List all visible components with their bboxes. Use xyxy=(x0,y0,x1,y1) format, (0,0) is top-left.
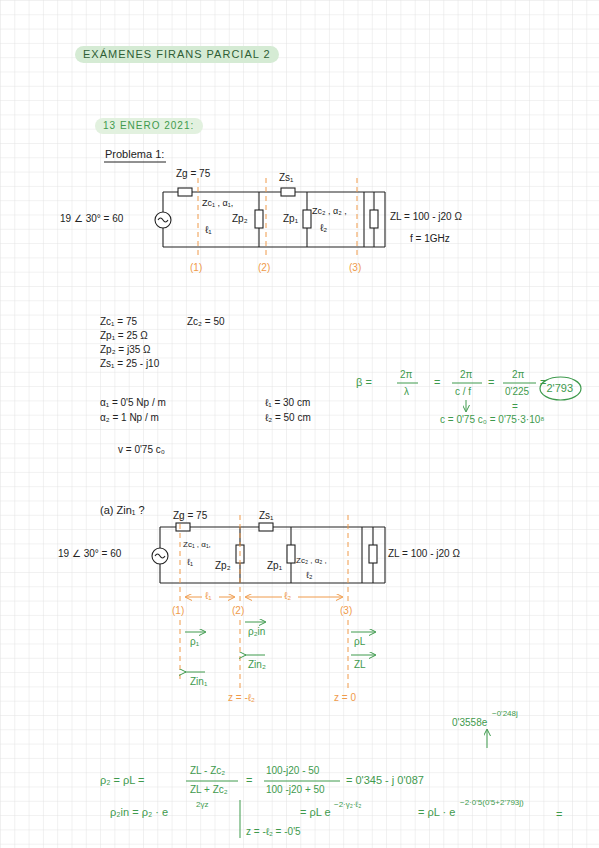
note-text: 2γz xyxy=(196,800,208,809)
note-text: Zp₁ xyxy=(283,213,298,225)
note-text: α₂ = 1 Np / m xyxy=(100,412,159,424)
note-text: Zc₂ , α₂ , xyxy=(296,556,327,565)
note-text: = xyxy=(246,774,252,787)
note-text: ρ₂in = ρ₂ · e xyxy=(110,806,168,819)
note-text: ℓ₂ xyxy=(284,590,291,602)
highlight-band: 13 ENERO 2021: xyxy=(95,118,203,134)
highlight-band: EXÁMENES FIRANS PARCIAL 2 xyxy=(75,46,279,63)
note-text: = xyxy=(540,376,546,389)
note-text: 2π xyxy=(512,369,524,381)
note-text: ℓ₁ xyxy=(205,590,212,602)
note-text: 2π xyxy=(400,369,412,381)
note-text: z = -ℓ₂ xyxy=(228,692,255,704)
note-text: (2) xyxy=(232,605,244,617)
note-text: f = 1GHz xyxy=(410,233,450,245)
note-text: Zp₂ = j35 Ω xyxy=(100,344,151,356)
note-text: Zp₂ xyxy=(232,213,248,225)
note-text: Zs₁ xyxy=(279,172,293,184)
note-text: = xyxy=(556,808,562,821)
note-text: ℓ₂ = 50 cm xyxy=(265,412,311,424)
note-text: ℓ₁ xyxy=(187,557,193,567)
note-text: Zp₁ xyxy=(267,560,282,572)
note-text: c / f xyxy=(455,386,471,398)
note-text: ρL xyxy=(354,636,365,648)
note-text: = ρL · e xyxy=(418,806,455,819)
note-text: 19 ∠ 30° = 60 xyxy=(58,548,121,560)
note-text: = xyxy=(488,376,494,389)
note-text: ℓ₂ xyxy=(306,570,312,580)
note-text: −2·0'5(0'5+2'793j) xyxy=(460,798,524,807)
note-text: Zc₁ , α₁, xyxy=(202,198,233,208)
note-text: ZL = 100 - j20 Ω xyxy=(390,211,462,223)
note-text: = xyxy=(434,376,440,389)
note-text: z = -ℓ₂ = -0'5 xyxy=(246,826,301,838)
note-text: −2·γ₂·ℓ₂ xyxy=(334,800,361,809)
note-text: c = 0'75 c₀ = 0'75·3·10⁸ xyxy=(440,414,544,426)
note-text: 19 ∠ 30° = 60 xyxy=(60,213,123,225)
note-text: 2π xyxy=(460,369,472,381)
note-text: (3) xyxy=(349,262,361,274)
note-text: ZL = 100 - j20 Ω xyxy=(388,548,460,560)
note-text: Zc₁ = 75 xyxy=(100,316,137,328)
note-text: ρ₂in xyxy=(248,626,265,638)
note-text: ρ₁ xyxy=(190,636,199,648)
note-text: Zg = 75 xyxy=(176,168,210,180)
note-text: (1) xyxy=(172,605,184,617)
note-text: 0'225 xyxy=(505,386,529,398)
note-text: 100-j20 - 50 xyxy=(266,765,319,777)
node-text: 13 ENERO 2021: xyxy=(103,120,195,132)
note-text: β = xyxy=(356,376,372,389)
note-text: Zc₁ , α₁, xyxy=(183,540,211,549)
note-text: Zp₂ xyxy=(215,560,231,572)
note-text: = 0'345 - j 0'087 xyxy=(346,774,424,787)
note-text: 0'3558e xyxy=(452,717,487,729)
note-text: v = 0'75 c₀ xyxy=(118,444,165,456)
node-text: EXÁMENES FIRANS PARCIAL 2 xyxy=(83,48,271,61)
note-text: ZL + Zc₂ xyxy=(190,784,228,796)
note-text: Zs₁ = 25 - j10 xyxy=(100,358,159,370)
note-text: α₁ = 0'5 Np / m xyxy=(100,397,166,409)
note-text: (a) Zin₁ ? xyxy=(100,504,145,517)
note-text: Zg = 75 xyxy=(173,510,207,522)
circled-result: 2'793 xyxy=(539,376,582,401)
note-text: = xyxy=(512,401,518,413)
note-text: (1) xyxy=(190,262,202,274)
note-text: z = 0 xyxy=(334,692,356,704)
note-text: Problema 1: xyxy=(105,148,164,161)
note-text: Zin₁ xyxy=(190,676,207,688)
note-text: ρ₂ = ρL = xyxy=(100,774,145,787)
node-text: 2'793 xyxy=(547,382,574,395)
note-text: Zc₂ = 50 xyxy=(187,316,225,328)
note-text: ZL - Zc₂ xyxy=(190,765,225,777)
note-text: ℓ₁ xyxy=(205,224,212,236)
note-text: ℓ₂ xyxy=(320,222,327,234)
note-text: Zs₁ xyxy=(259,510,273,522)
note-text: Zp₁ = 25 Ω xyxy=(100,330,148,342)
note-text: 100 -j20 + 50 xyxy=(266,784,325,796)
note-text: −0'248j xyxy=(492,709,518,718)
note-text: = ρL e xyxy=(300,806,331,819)
note-text: (3) xyxy=(340,605,352,617)
note-text: λ xyxy=(404,386,409,398)
note-text: ℓ₁ = 30 cm xyxy=(265,397,310,409)
note-text: Zc₂ , α₂ , xyxy=(312,206,347,216)
note-text: (2) xyxy=(258,262,270,274)
note-text: ZL xyxy=(354,659,366,671)
note-text: Zin₂ xyxy=(248,659,266,671)
